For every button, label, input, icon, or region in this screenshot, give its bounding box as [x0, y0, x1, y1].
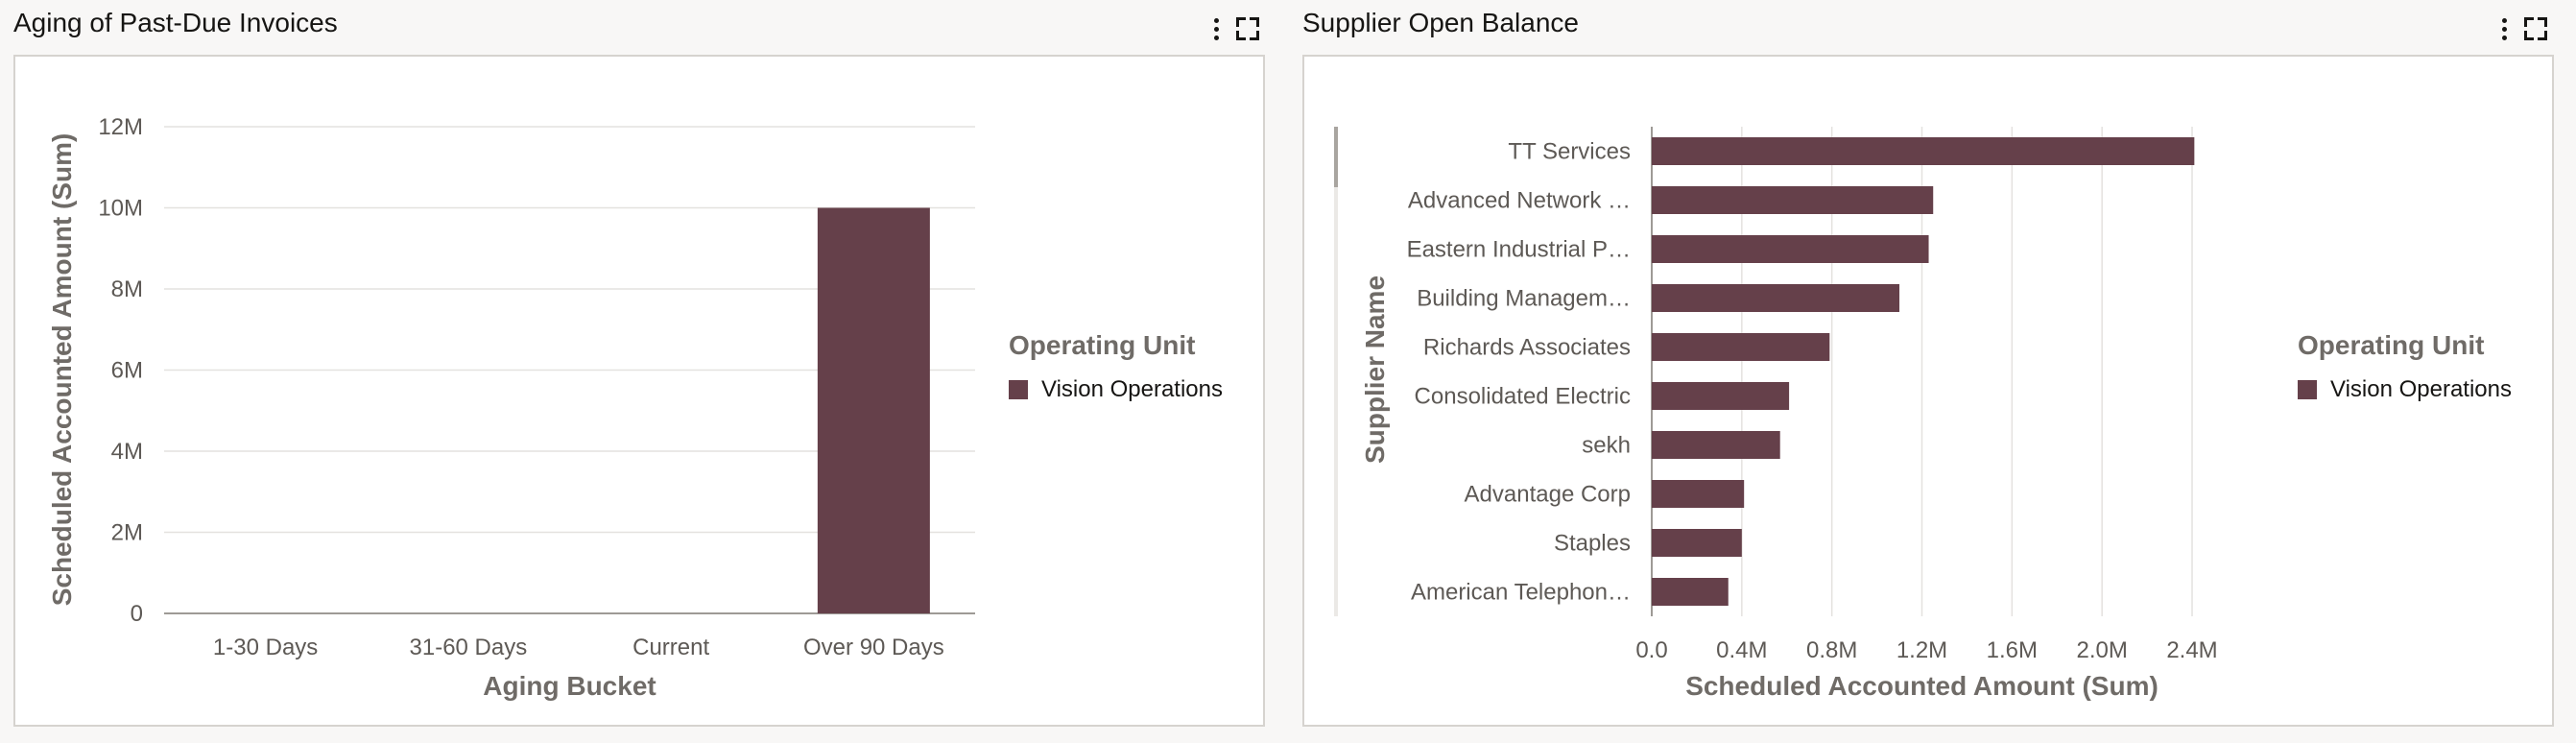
x-tick-label: 1.2M: [1896, 637, 1947, 663]
expand-icon[interactable]: [1236, 17, 1259, 40]
legend-aging: Operating Unit Vision Operations: [1009, 330, 1223, 403]
panel-title-aging: Aging of Past-Due Invoices: [13, 8, 338, 37]
y-tick-label: 4M: [111, 439, 143, 465]
y-tick-label: TT Services: [1508, 139, 1631, 165]
bar: [1652, 137, 2195, 165]
legend-title: Operating Unit: [2298, 330, 2485, 360]
y-tick-label: sekh: [1582, 433, 1631, 459]
x-tick-label: Current: [632, 635, 709, 660]
bar: [1652, 529, 1742, 557]
y-tick-label: Consolidated Electric: [1415, 384, 1631, 410]
panel-actions-aging: [1209, 13, 1259, 44]
legend-swatch: [1009, 380, 1028, 399]
chart-card-aging: 0 2M 4M 6M 8M 10M 12M 1-30 Days 31-60 Days Curren…: [13, 55, 1265, 727]
y-axis-title: Supplier Name: [1360, 276, 1390, 464]
y-tick-label: 10M: [98, 196, 143, 222]
bar: [1652, 333, 1830, 361]
x-tick-label: 0.0: [1635, 637, 1667, 663]
y-tick-label: Eastern Industrial P…: [1407, 237, 1631, 263]
panel-actions-supplier: [2497, 13, 2547, 44]
x-tick-label: 31-60 Days: [410, 635, 528, 660]
y-tick-label: Advantage Corp: [1465, 482, 1631, 508]
x-axis-title: Aging Bucket: [483, 671, 656, 701]
bar: [1652, 186, 1934, 214]
y-tick-label: American Telephon…: [1411, 580, 1631, 606]
bar: [1652, 382, 1790, 410]
x-tick-label: Over 90 Days: [803, 635, 944, 660]
legend-supplier: Operating Unit Vision Operations: [2298, 330, 2512, 403]
legend-label: Vision Operations: [1041, 376, 1223, 402]
y-axis-title: Scheduled Accounted Amount (Sum): [47, 133, 77, 607]
y-tick-label: 2M: [111, 520, 143, 546]
bar: [1652, 578, 1729, 606]
bar: [1652, 235, 1929, 263]
y-tick-label: Richards Associates: [1423, 335, 1631, 361]
legend-title: Operating Unit: [1009, 330, 1196, 360]
bar: [817, 207, 930, 613]
y-tick-label: 6M: [111, 358, 143, 384]
bar: [1652, 431, 1780, 459]
supplier-bar-chart: 0.0 0.4M 0.8M 1.2M 1.6M 2.0M 2.4M TT ServicesAd…: [1334, 127, 2218, 701]
bar: [1652, 480, 1745, 508]
bar: [1652, 284, 1900, 312]
x-axis-title: Scheduled Accounted Amount (Sum): [1685, 671, 2159, 701]
more-actions-icon[interactable]: [2497, 16, 2511, 42]
legend-item-vision-operations[interactable]: Vision Operations: [1009, 376, 1223, 403]
x-tick-label: 0.4M: [1716, 637, 1767, 663]
y-tick-label: 8M: [111, 276, 143, 302]
panel-title-supplier: Supplier Open Balance: [1302, 8, 1579, 37]
x-tick-label: 1.6M: [1987, 637, 2038, 663]
y-tick-label: Advanced Network …: [1408, 188, 1631, 214]
y-tick-label: 0: [131, 601, 143, 627]
legend-swatch: [2298, 380, 2317, 399]
y-tick-label: Building Managem…: [1417, 286, 1631, 312]
y-tick-label: 12M: [98, 114, 143, 140]
y-tick-label: Staples: [1554, 531, 1631, 557]
x-tick-label: 2.4M: [2166, 637, 2217, 663]
more-actions-icon[interactable]: [1209, 16, 1223, 42]
legend-item-vision-operations[interactable]: Vision Operations: [2298, 376, 2512, 403]
legend-label: Vision Operations: [2330, 376, 2512, 402]
aging-bar-chart: 0 2M 4M 6M 8M 10M 12M 1-30 Days 31-60 Days Curren…: [47, 114, 975, 701]
expand-icon[interactable]: [2524, 17, 2547, 40]
x-tick-label: 1-30 Days: [213, 635, 318, 660]
x-tick-label: 2.0M: [2076, 637, 2127, 663]
x-tick-label: 0.8M: [1806, 637, 1857, 663]
